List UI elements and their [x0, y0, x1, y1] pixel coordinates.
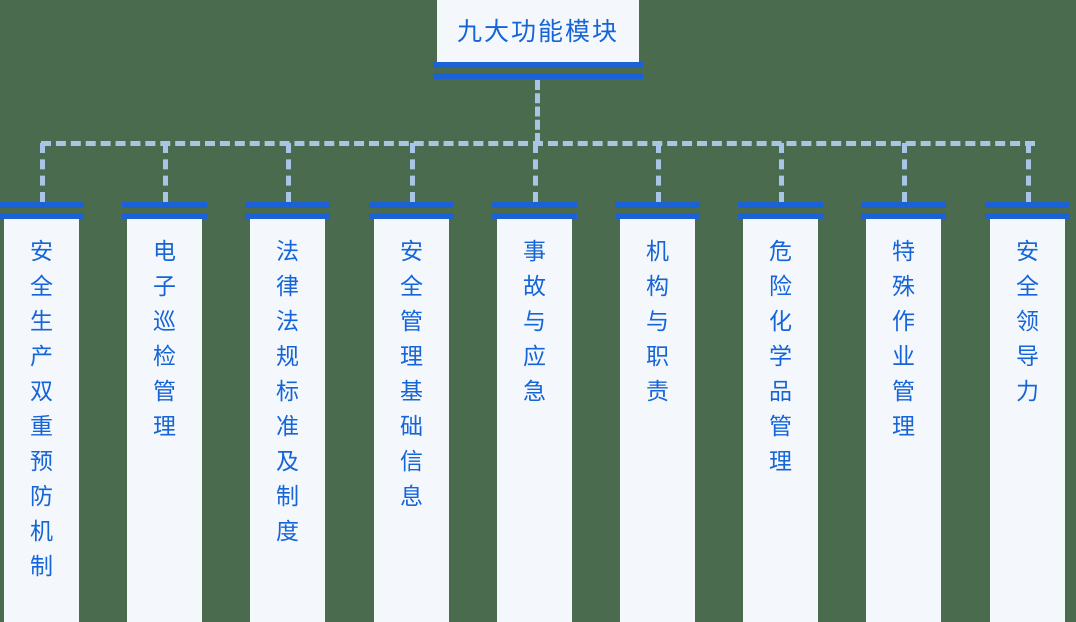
card-label: 机构与职责	[646, 239, 669, 405]
card-accent-bar-primary	[985, 202, 1070, 208]
card-accent-bar-primary	[738, 202, 823, 208]
card-accent-bar-primary	[122, 202, 207, 208]
card-accent-bar-secondary	[0, 213, 84, 219]
root-node[interactable]: 九大功能模块	[433, 0, 643, 79]
card-accent-bar-primary	[861, 202, 946, 208]
card-body: 电子巡检管理	[127, 219, 202, 622]
module-card-3[interactable]: 法律法规标准及制度	[245, 202, 330, 622]
card-accent-bar-secondary	[122, 213, 207, 219]
card-body: 法律法规标准及制度	[250, 219, 325, 622]
connector-drop-2	[162, 143, 168, 202]
root-node-box: 九大功能模块	[437, 0, 639, 62]
card-accent-bar-primary	[245, 202, 330, 208]
card-accent-bar-secondary	[985, 213, 1070, 219]
connector-drop-7	[778, 143, 784, 202]
card-body: 机构与职责	[620, 219, 695, 622]
connector-horizontal-bus	[41, 141, 1035, 146]
card-label: 法律法规标准及制度	[276, 239, 299, 545]
card-label: 安全管理基础信息	[400, 239, 423, 510]
connector-root-stem	[535, 80, 540, 143]
card-accent-bar-secondary	[861, 213, 946, 219]
module-card-1[interactable]: 安全生产双重预防机制	[0, 202, 84, 622]
connector-drop-3	[285, 143, 291, 202]
card-label: 安全生产双重预防机制	[30, 239, 53, 580]
card-body: 安全管理基础信息	[374, 219, 449, 622]
card-accent-bar-secondary	[492, 213, 577, 219]
module-card-7[interactable]: 危险化学品管理	[738, 202, 823, 622]
card-label: 安全领导力	[1016, 239, 1039, 405]
card-body: 特殊作业管理	[866, 219, 941, 622]
card-accent-bar-primary	[615, 202, 700, 208]
connector-drop-9	[1025, 143, 1031, 202]
module-card-4[interactable]: 安全管理基础信息	[369, 202, 454, 622]
connector-drop-1	[39, 143, 45, 202]
card-accent-bar-primary	[0, 202, 84, 208]
connector-drop-5	[532, 143, 538, 202]
card-body: 安全领导力	[990, 219, 1065, 622]
root-node-label: 九大功能模块	[456, 16, 619, 46]
connector-drop-8	[901, 143, 907, 202]
card-label: 事故与应急	[523, 239, 546, 405]
card-body: 危险化学品管理	[743, 219, 818, 622]
card-accent-bar-secondary	[615, 213, 700, 219]
connector-drop-6	[655, 143, 661, 202]
card-label: 特殊作业管理	[892, 239, 915, 440]
connector-drop-4	[409, 143, 415, 202]
module-card-2[interactable]: 电子巡检管理	[122, 202, 207, 622]
card-label: 危险化学品管理	[769, 239, 792, 475]
root-accent-bar-primary	[433, 62, 643, 68]
card-accent-bar-primary	[369, 202, 454, 208]
card-accent-bar-secondary	[245, 213, 330, 219]
card-body: 事故与应急	[497, 219, 572, 622]
card-accent-bar-primary	[492, 202, 577, 208]
module-card-8[interactable]: 特殊作业管理	[861, 202, 946, 622]
card-accent-bar-secondary	[738, 213, 823, 219]
module-card-6[interactable]: 机构与职责	[615, 202, 700, 622]
module-card-5[interactable]: 事故与应急	[492, 202, 577, 622]
card-label: 电子巡检管理	[153, 239, 176, 440]
card-body: 安全生产双重预防机制	[4, 219, 79, 622]
card-accent-bar-secondary	[369, 213, 454, 219]
module-card-9[interactable]: 安全领导力	[985, 202, 1070, 622]
root-accent-bar-secondary	[433, 73, 643, 79]
